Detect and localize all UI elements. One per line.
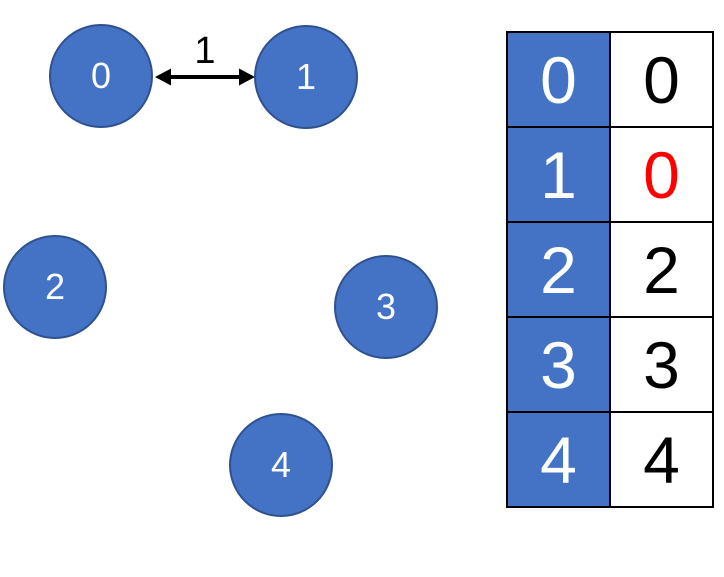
graph-node-0: 0 (49, 24, 153, 128)
table-node-cell: 1 (506, 126, 611, 223)
table-node-cell: 3 (506, 316, 611, 413)
node-3-label: 3 (375, 286, 397, 327)
graph-node-1: 1 (254, 25, 358, 129)
table-row: 4 4 (506, 411, 714, 508)
table-row: 2 2 (506, 221, 714, 318)
edge-weight-label: 1 (194, 30, 216, 72)
table-value-cell: 2 (609, 221, 714, 318)
node-0-label: 0 (90, 55, 112, 96)
graph-node-3: 3 (334, 255, 438, 359)
table-value-cell: 0 (609, 126, 714, 223)
table-node-cell: 4 (506, 411, 611, 508)
arrowhead-left-icon (155, 68, 171, 86)
node-2-label: 2 (44, 266, 66, 307)
graph-node-2: 2 (3, 235, 107, 339)
table-node-cell: 2 (506, 221, 611, 318)
table-node-cell: 0 (506, 31, 611, 128)
table-value-cell: 3 (609, 316, 714, 413)
table-row: 0 0 (506, 31, 714, 128)
node-1-label: 1 (295, 56, 317, 97)
table-row: 1 0 (506, 126, 714, 223)
node-4-label: 4 (270, 444, 292, 485)
arrowhead-right-icon (239, 68, 255, 86)
table-value-cell: 4 (609, 411, 714, 508)
graph-node-4: 4 (229, 413, 333, 517)
table-value-cell: 0 (609, 31, 714, 128)
table-row: 3 3 (506, 316, 714, 413)
distance-table: 0 0 1 0 2 2 3 3 4 4 (506, 31, 714, 508)
